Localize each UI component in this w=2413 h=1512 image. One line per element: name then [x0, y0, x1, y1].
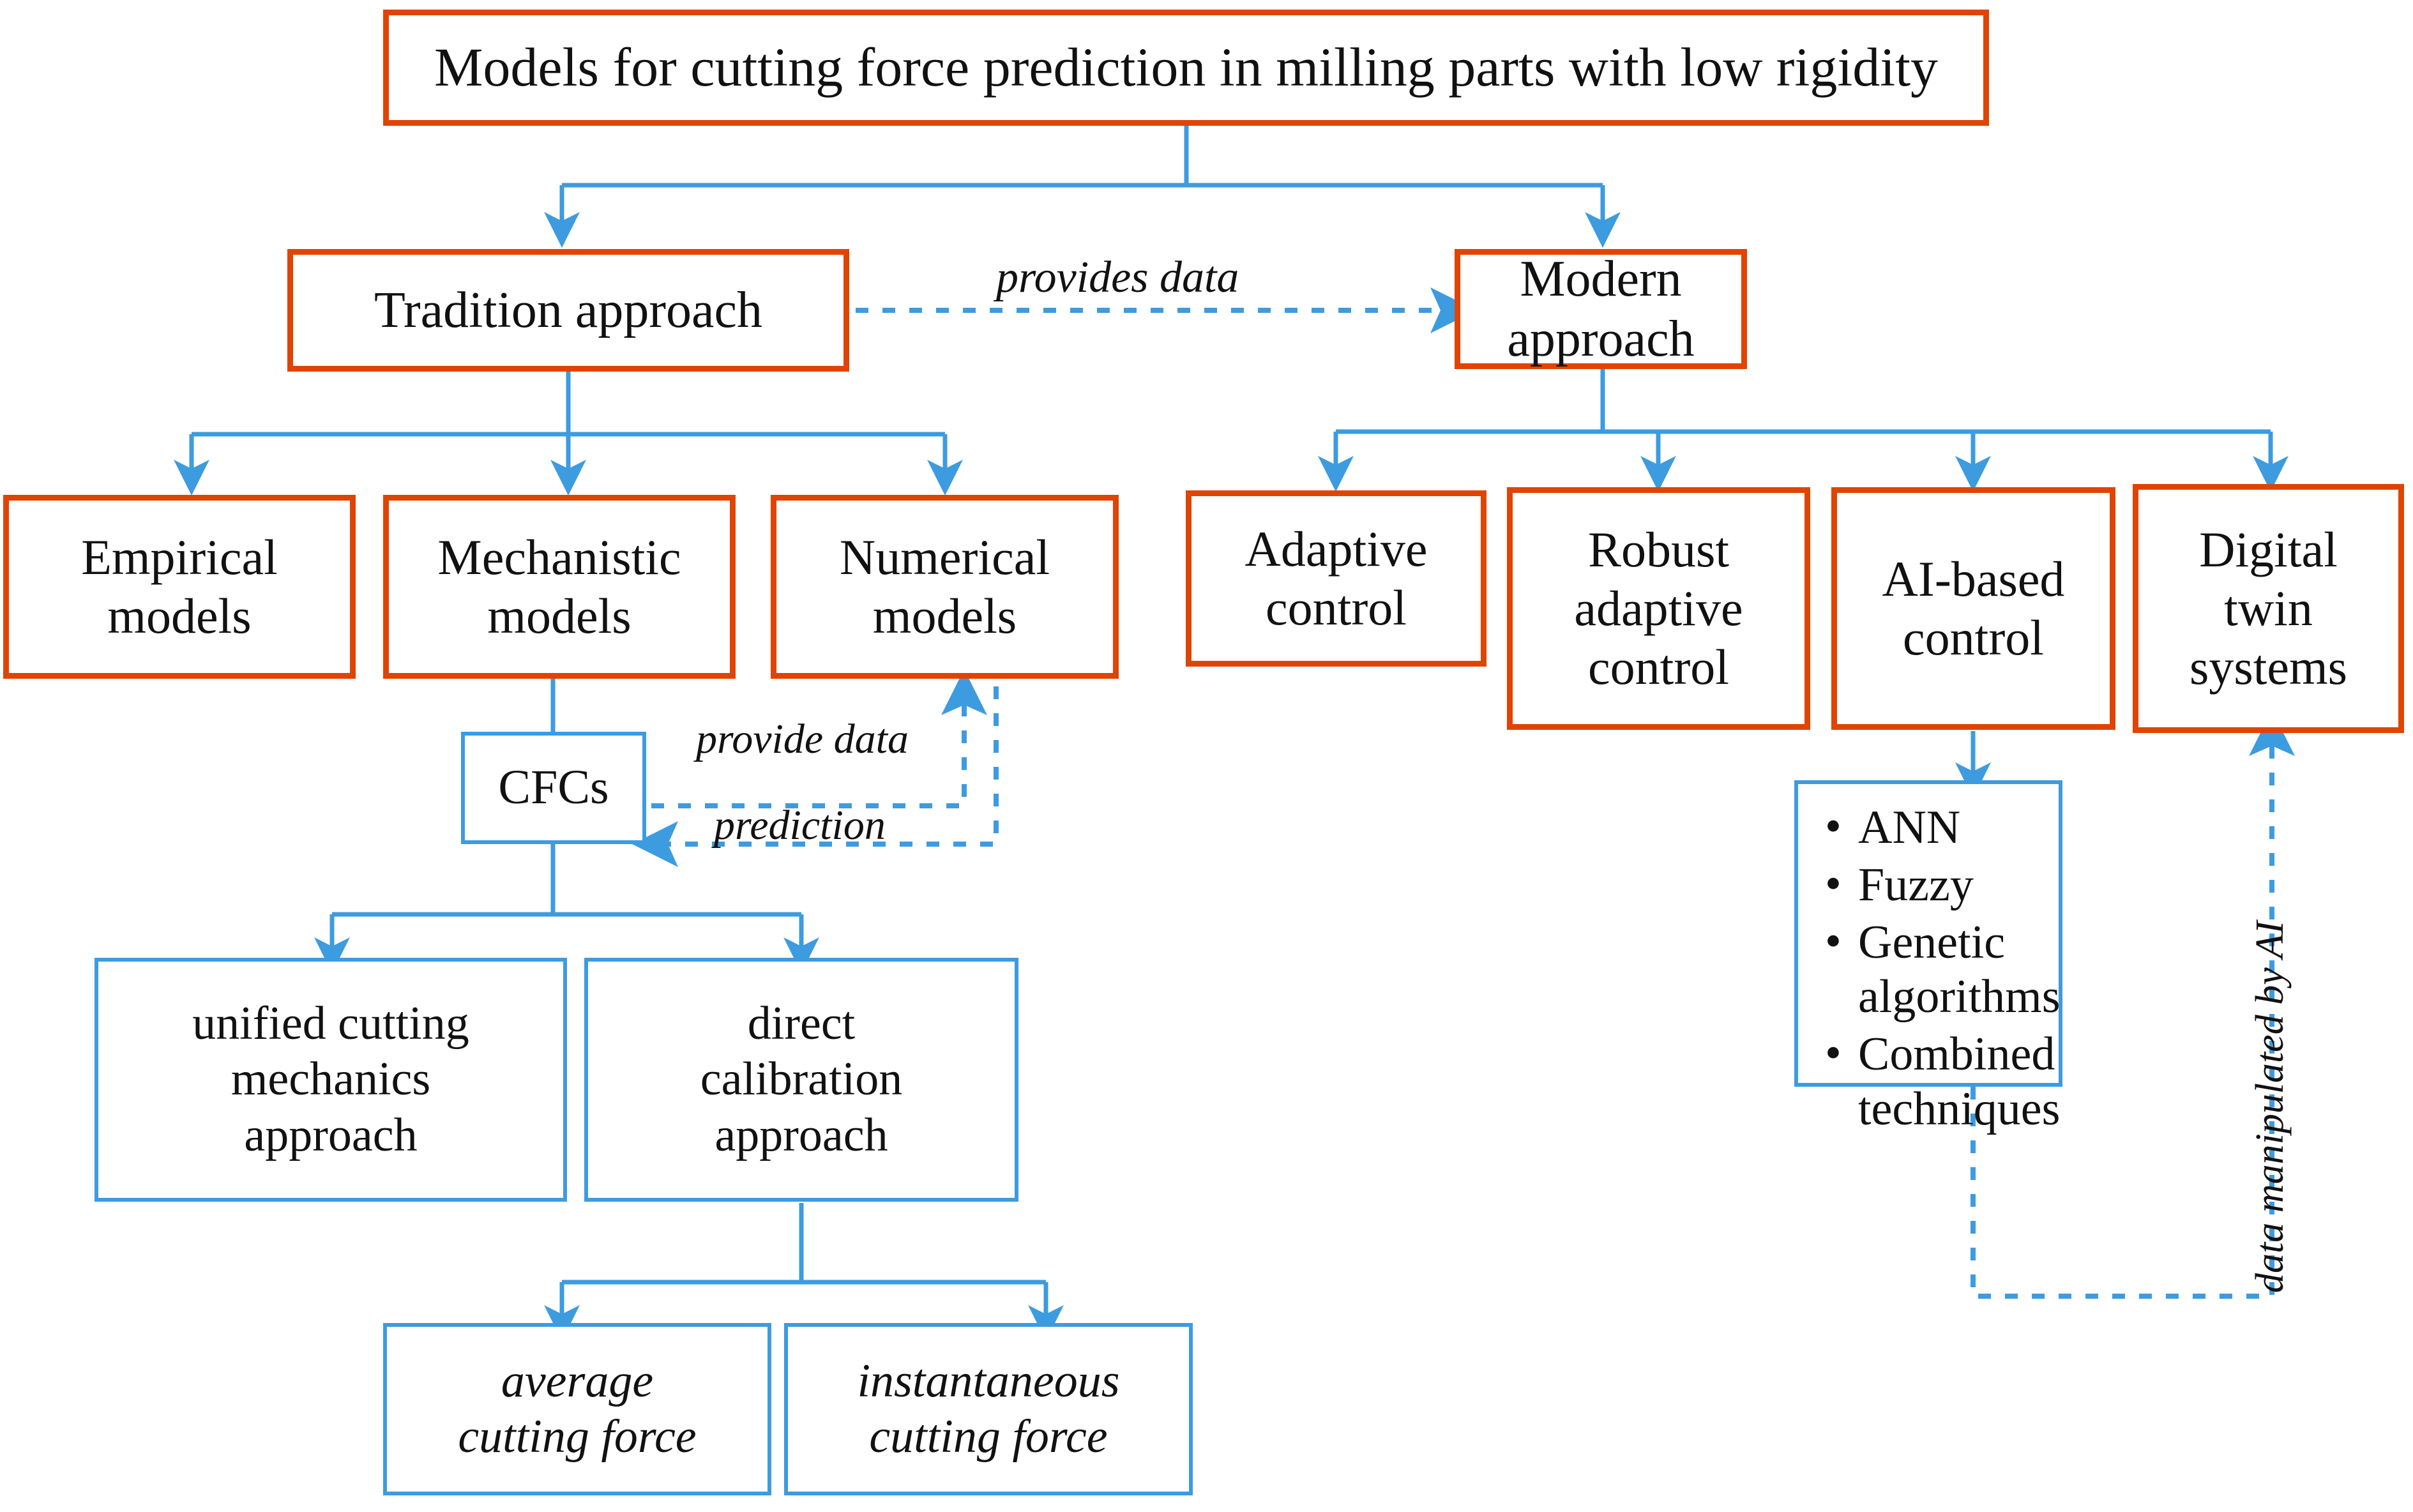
node-adaptive-control-line1: Adaptive: [1244, 520, 1428, 577]
node-mechanistic-models-line1: Mechanistic: [437, 529, 681, 585]
ai-techniques-items: ANN Fuzzy Genetic algorithms Combined te…: [1824, 799, 2061, 1137]
node-empirical-models-line2: models: [107, 588, 252, 644]
node-numerical-models[interactable]: Numerical models: [771, 495, 1119, 679]
list-item: Genetic algorithms: [1825, 914, 2061, 1025]
edge-label-provides-data: provides data: [996, 253, 1239, 302]
node-average-cutting-force[interactable]: average cutting force: [383, 1323, 771, 1495]
node-direct-calibration-approach-line3: approach: [715, 1108, 888, 1161]
root-node-label: Models for cutting force prediction in m…: [434, 36, 1939, 98]
node-robust-adaptive-control-line2: adaptive: [1574, 580, 1743, 636]
node-unified-cutting-mechanics-approach-line1: unified cutting: [192, 997, 469, 1050]
list-item: Combined techniques: [1825, 1026, 2060, 1137]
node-direct-calibration-approach[interactable]: direct calibration approach: [584, 958, 1018, 1202]
node-digital-twin-systems[interactable]: Digital twin systems: [2133, 484, 2404, 733]
edge-label-provide-data: provide data: [696, 716, 909, 762]
node-instantaneous-cutting-force-line2: cutting force: [869, 1410, 1108, 1463]
node-direct-calibration-approach-line1: direct: [747, 997, 856, 1050]
node-adaptive-control[interactable]: Adaptive control: [1186, 490, 1486, 667]
node-digital-twin-systems-line2: twin: [2224, 580, 2313, 636]
node-tradition-approach-label: Tradition approach: [374, 282, 763, 338]
node-unified-cutting-mechanics-approach[interactable]: unified cutting mechanics approach: [95, 958, 567, 1202]
node-ai-techniques-list[interactable]: ANN Fuzzy Genetic algorithms Combined te…: [1794, 780, 2062, 1135]
node-tradition-approach[interactable]: Tradition approach: [287, 249, 849, 372]
node-robust-adaptive-control-line1: Robust: [1587, 521, 1730, 577]
node-ai-based-control[interactable]: AI-based control: [1831, 487, 2115, 730]
list-item: Fuzzy: [1825, 857, 2047, 913]
node-ai-based-control-line1: AI-based: [1882, 550, 2065, 607]
node-robust-adaptive-control[interactable]: Robust adaptive control: [1507, 487, 1810, 730]
edge-label-prediction: prediction: [714, 802, 886, 849]
node-robust-adaptive-control-line3: control: [1588, 639, 1729, 695]
node-mechanistic-models[interactable]: Mechanistic models: [383, 495, 736, 679]
node-direct-calibration-approach-line2: calibration: [700, 1053, 903, 1106]
node-digital-twin-systems-line1: Digital: [2199, 521, 2338, 577]
node-empirical-models[interactable]: Empirical models: [3, 495, 356, 679]
node-ai-based-control-line2: control: [1903, 610, 2044, 665]
node-mechanistic-models-line2: models: [487, 588, 632, 644]
node-cfcs[interactable]: CFCs: [461, 732, 646, 844]
edge-label-data-manipulated-by-ai: data manipulated by AI: [2248, 921, 2292, 1293]
node-adaptive-control-line2: control: [1266, 580, 1407, 635]
node-instantaneous-cutting-force[interactable]: instantaneous cutting force: [784, 1323, 1193, 1495]
node-average-cutting-force-line2: cutting force: [458, 1410, 697, 1463]
node-unified-cutting-mechanics-approach-line3: approach: [244, 1108, 418, 1161]
node-modern-approach-label: Modern approach: [1507, 250, 1695, 367]
node-cfcs-label: CFCs: [498, 760, 609, 815]
node-modern-approach[interactable]: Modern approach: [1455, 249, 1747, 369]
node-unified-cutting-mechanics-approach-line2: mechanics: [231, 1053, 431, 1106]
node-instantaneous-cutting-force-line1: instantaneous: [857, 1354, 1120, 1407]
node-average-cutting-force-line1: average: [501, 1354, 654, 1407]
root-node[interactable]: Models for cutting force prediction in m…: [383, 10, 1989, 126]
node-numerical-models-line2: models: [872, 588, 1017, 644]
node-numerical-models-line1: Numerical: [839, 529, 1050, 585]
list-item: ANN: [1825, 799, 2047, 856]
node-empirical-models-line1: Empirical: [81, 529, 278, 585]
node-digital-twin-systems-line3: systems: [2189, 639, 2348, 695]
